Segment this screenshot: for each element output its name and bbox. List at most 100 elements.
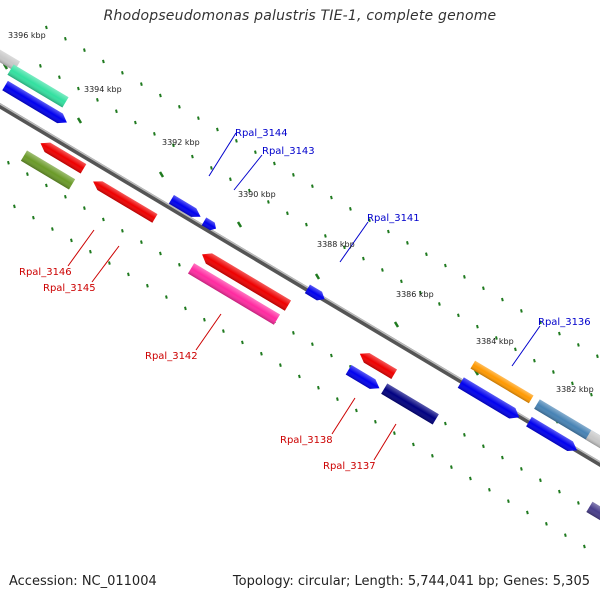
tick-mark	[444, 421, 447, 426]
tick-mark	[526, 510, 529, 515]
tick-mark	[482, 444, 485, 449]
tick-mark	[248, 188, 251, 193]
gene-label-rpal-3143[interactable]: Rpal_3143	[262, 146, 315, 157]
gene-label-rpal-3146[interactable]: Rpal_3146	[19, 267, 72, 278]
tick-mark	[273, 161, 276, 166]
gene-red-3146[interactable]	[38, 138, 87, 174]
tick-mark	[260, 351, 263, 356]
tick-mark	[96, 98, 99, 102]
tick-mark	[330, 353, 333, 358]
tick-mark	[311, 342, 314, 347]
gene-orange[interactable]	[470, 360, 534, 404]
tick-mark	[7, 160, 10, 165]
gene-features	[0, 41, 600, 523]
tick-mark	[552, 370, 555, 374]
tick-mark	[216, 127, 219, 132]
accession-text: Accession: NC_011004	[9, 574, 157, 589]
leader-rpal-3142	[195, 313, 222, 351]
tick-mark	[26, 172, 29, 176]
gene-red-3138[interactable]	[357, 349, 397, 379]
gene-navy-3137[interactable]	[381, 383, 439, 425]
tick-mark	[127, 272, 130, 277]
gene-blue-3141[interactable]	[304, 284, 327, 304]
tick-mark	[64, 194, 67, 199]
tick-mark	[172, 143, 175, 148]
label-leader-lines	[67, 132, 541, 461]
tick-mark	[286, 211, 289, 216]
tick-mark	[412, 442, 415, 447]
leader-rpal-3144	[208, 132, 237, 177]
tick-mark	[495, 336, 498, 340]
gene-blue-3136[interactable]	[457, 377, 523, 422]
leader-rpal-3145	[91, 245, 120, 283]
gene-blue-3138[interactable]	[345, 365, 383, 393]
tick-mark	[590, 392, 593, 397]
tick-mark	[89, 249, 92, 254]
tick-mark	[438, 302, 441, 306]
tick-mark	[463, 433, 466, 437]
tick-mark	[39, 64, 42, 68]
tick-mark	[425, 252, 428, 257]
tick-mark	[292, 173, 295, 177]
tick-mark	[571, 381, 574, 386]
tick-mark	[159, 93, 162, 98]
tick-mark	[70, 238, 73, 243]
gene-label-rpal-3142[interactable]: Rpal_3142	[145, 351, 198, 362]
tick-mark	[463, 275, 466, 279]
gene-label-rpal-3145[interactable]: Rpal_3145	[43, 283, 96, 294]
tick-mark	[83, 48, 86, 52]
tick-mark	[444, 263, 447, 268]
kbp-label: 3390 kbp	[238, 190, 276, 199]
tick-mark	[235, 138, 238, 143]
tick-mark	[533, 358, 536, 363]
gene-red-3142[interactable]	[199, 249, 292, 311]
tick-mark	[596, 354, 599, 359]
tick-mark	[362, 256, 365, 261]
gene-blue-top[interactable]	[2, 80, 69, 127]
tick-mark	[400, 279, 403, 284]
gene-pink[interactable]	[187, 263, 281, 325]
tick-mark	[159, 251, 162, 256]
gene-blue-3144[interactable]	[168, 194, 203, 221]
tick-mark	[393, 431, 396, 435]
kbp-label: 3394 kbp	[84, 85, 122, 94]
tick-mark	[178, 262, 181, 267]
gene-teal[interactable]	[7, 64, 69, 108]
tick-mark	[545, 521, 548, 526]
kbp-label: 3384 kbp	[476, 337, 514, 346]
tick-mark	[203, 317, 206, 322]
gene-grey-top[interactable]	[0, 41, 20, 71]
tick-mark	[520, 467, 523, 471]
tick-mark	[450, 465, 453, 469]
tick-mark	[558, 331, 561, 336]
tick-mark	[178, 104, 181, 109]
gene-grey-right[interactable]	[585, 430, 600, 450]
kbp-label: 3392 kbp	[162, 138, 200, 147]
major-tick	[76, 117, 83, 124]
tick-mark	[577, 501, 580, 505]
tick-mark	[229, 177, 232, 182]
tick-mark	[64, 36, 67, 41]
tick-mark	[514, 347, 517, 352]
gene-label-rpal-3136[interactable]: Rpal_3136	[538, 317, 591, 328]
gene-olive[interactable]	[20, 150, 76, 190]
gene-label-rpal-3141[interactable]: Rpal_3141	[367, 213, 420, 224]
major-tick	[236, 221, 243, 228]
tick-mark	[482, 286, 485, 291]
gene-label-rpal-3137[interactable]: Rpal_3137	[323, 461, 376, 472]
tick-mark	[419, 290, 422, 295]
gene-red-3145[interactable]	[91, 177, 158, 223]
major-tick	[158, 171, 165, 178]
tick-mark	[146, 283, 149, 288]
tick-mark	[507, 499, 510, 504]
gene-blue-3143[interactable]	[201, 217, 219, 233]
tick-mark	[501, 297, 504, 302]
leader-rpal-3137	[373, 423, 397, 461]
gene-label-rpal-3138[interactable]: Rpal_3138	[280, 435, 333, 446]
gene-steel[interactable]	[534, 399, 600, 445]
major-tick	[314, 273, 321, 280]
gene-label-rpal-3144[interactable]: Rpal_3144	[235, 128, 288, 139]
gene-slate[interactable]	[586, 501, 600, 523]
gene-blue-right[interactable]	[526, 416, 580, 455]
tick-mark	[343, 245, 346, 250]
